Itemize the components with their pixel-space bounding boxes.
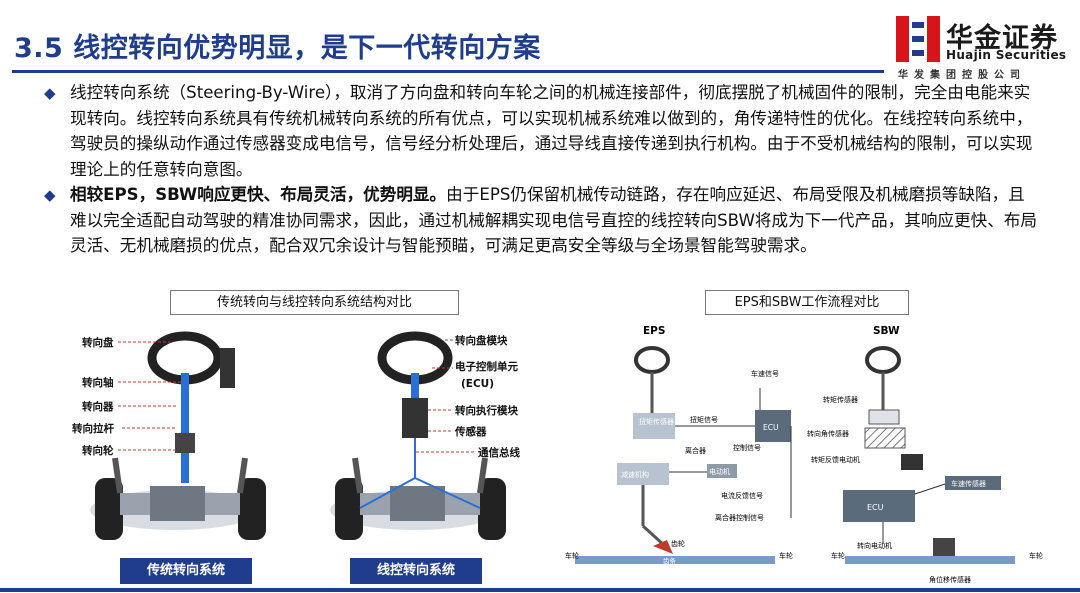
eps-wheel-right: 车轮 <box>779 551 793 560</box>
callout-lines-right <box>416 339 475 453</box>
logo-en: Huajin Securities <box>946 48 1067 62</box>
eps-wheel-left: 车轮 <box>565 551 579 560</box>
diamond-bullet-icon: ◆ <box>44 84 56 102</box>
label-steering-wheel: 转向盘 <box>82 336 114 349</box>
sbw-steer-motor: 转向电动机 <box>857 541 892 550</box>
bullet-item: ◆ 相较EPS，SBW响应更快、布局灵活，优势明显。由于EPS仍保留机械传动链路… <box>30 182 1040 259</box>
eps-ecu: ECU <box>763 423 778 432</box>
traditional-chassis <box>90 331 266 540</box>
sbw-torque-sensor: 转矩传感器 <box>823 395 858 404</box>
bullet-text: 线控转向系统（Steering-By-Wire），取消了方向盘和转向车轮之间的机… <box>70 83 1033 179</box>
label-steering-gear: 转向器 <box>82 400 114 413</box>
eps-torque-signal: 扭矩信号 <box>690 415 718 424</box>
label-actuator-module: 转向执行模块 <box>455 404 518 417</box>
eps-motor: 电动机 <box>709 467 730 476</box>
label-ecu-abbr: (ECU) <box>461 378 494 390</box>
eps-sbw-flow-diagram: EPS 扭矩传感器 扭矩信号 ECU 车速信号 控制信号 离合器 电动机 减速机… <box>565 325 1043 584</box>
eps-reducer: 减速机构 <box>621 470 649 479</box>
sbw-wheel-left: 车轮 <box>831 551 845 560</box>
sbw-chassis <box>330 331 506 540</box>
label-bus: 通信总线 <box>478 446 520 459</box>
sbw-feedback-motor: 转矩反馈电动机 <box>811 455 860 464</box>
callout-lines-left <box>118 341 182 451</box>
eps-diagram: EPS 扭矩传感器 扭矩信号 ECU 车速信号 控制信号 离合器 电动机 减速机… <box>565 325 793 565</box>
logo-mark-icon <box>896 16 940 62</box>
sbw-title: SBW <box>873 325 900 337</box>
logo-cn: 华金证券 <box>946 23 1058 54</box>
company-logo: 华金证券 Huajin Securities 华发集团控股公司 <box>894 14 1074 82</box>
eps-clutch-control: 离合器控制信号 <box>715 513 764 522</box>
figure-left-caption: 传统转向与线控转向系统结构对比 <box>170 290 459 315</box>
sbw-ecu: ECU <box>867 503 884 512</box>
label-tie-rod: 转向拉杆 <box>72 422 114 435</box>
steering-structure-diagram: 转向盘 转向轴 转向器 转向拉杆 转向轮 转向盘模块 电子控制单元 (ECU) … <box>72 331 520 540</box>
title-underline <box>12 70 884 73</box>
bullet-lead: 相较EPS，SBW响应更快、布局灵活，优势明显。 <box>70 185 447 204</box>
label-ecu: 电子控制单元 <box>455 360 518 373</box>
diamond-bullet-icon: ◆ <box>44 186 56 204</box>
sbw-steering-label: 线控转向系统 <box>350 558 482 584</box>
label-steering-wheel-tire: 转向轮 <box>82 444 114 457</box>
bullet-list: ◆ 线控转向系统（Steering-By-Wire），取消了方向盘和转向车轮之间… <box>30 80 1040 259</box>
eps-gear: 齿轮 <box>671 539 685 548</box>
label-steering-shaft: 转向轴 <box>82 376 114 389</box>
eps-current-feedback: 电流反馈信号 <box>721 491 763 500</box>
sbw-wheel-right: 车轮 <box>1029 551 1043 560</box>
eps-rack: 齿条 <box>663 556 677 565</box>
figure-right-caption: EPS和SBW工作流程对比 <box>705 290 909 315</box>
bottom-rule <box>0 588 1080 592</box>
sbw-position-sensor: 角位移传感器 <box>929 575 971 584</box>
page-title: 3.5 线控转向优势明显，是下一代转向方案 <box>14 33 541 64</box>
eps-speed-signal: 车速信号 <box>751 369 779 378</box>
label-wheel-module: 转向盘模块 <box>455 334 508 347</box>
eps-clutch: 离合器 <box>685 446 706 455</box>
eps-title: EPS <box>643 325 665 337</box>
sbw-speed-sensor: 车速传感器 <box>951 479 986 488</box>
sbw-angle-sensor: 转向角传感器 <box>807 429 849 438</box>
logo-sub: 华发集团控股公司 <box>898 70 1026 81</box>
eps-torque-sensor: 扭矩传感器 <box>639 417 674 426</box>
bullet-item: ◆ 线控转向系统（Steering-By-Wire），取消了方向盘和转向车轮之间… <box>30 80 1040 182</box>
label-sensor: 传感器 <box>454 425 487 438</box>
bullet-text: 由于EPS仍保留机械传动链路，存在响应延迟、布局受限及机械磨损等缺陷，且难以完全… <box>70 185 1037 255</box>
traditional-steering-label: 传统转向系统 <box>120 558 252 584</box>
eps-control-signal: 控制信号 <box>733 443 761 452</box>
sbw-diagram: SBW 转矩传感器 转向角传感器 转矩反馈电动机 车速传感器 ECU 转向电动机… <box>807 325 1043 584</box>
